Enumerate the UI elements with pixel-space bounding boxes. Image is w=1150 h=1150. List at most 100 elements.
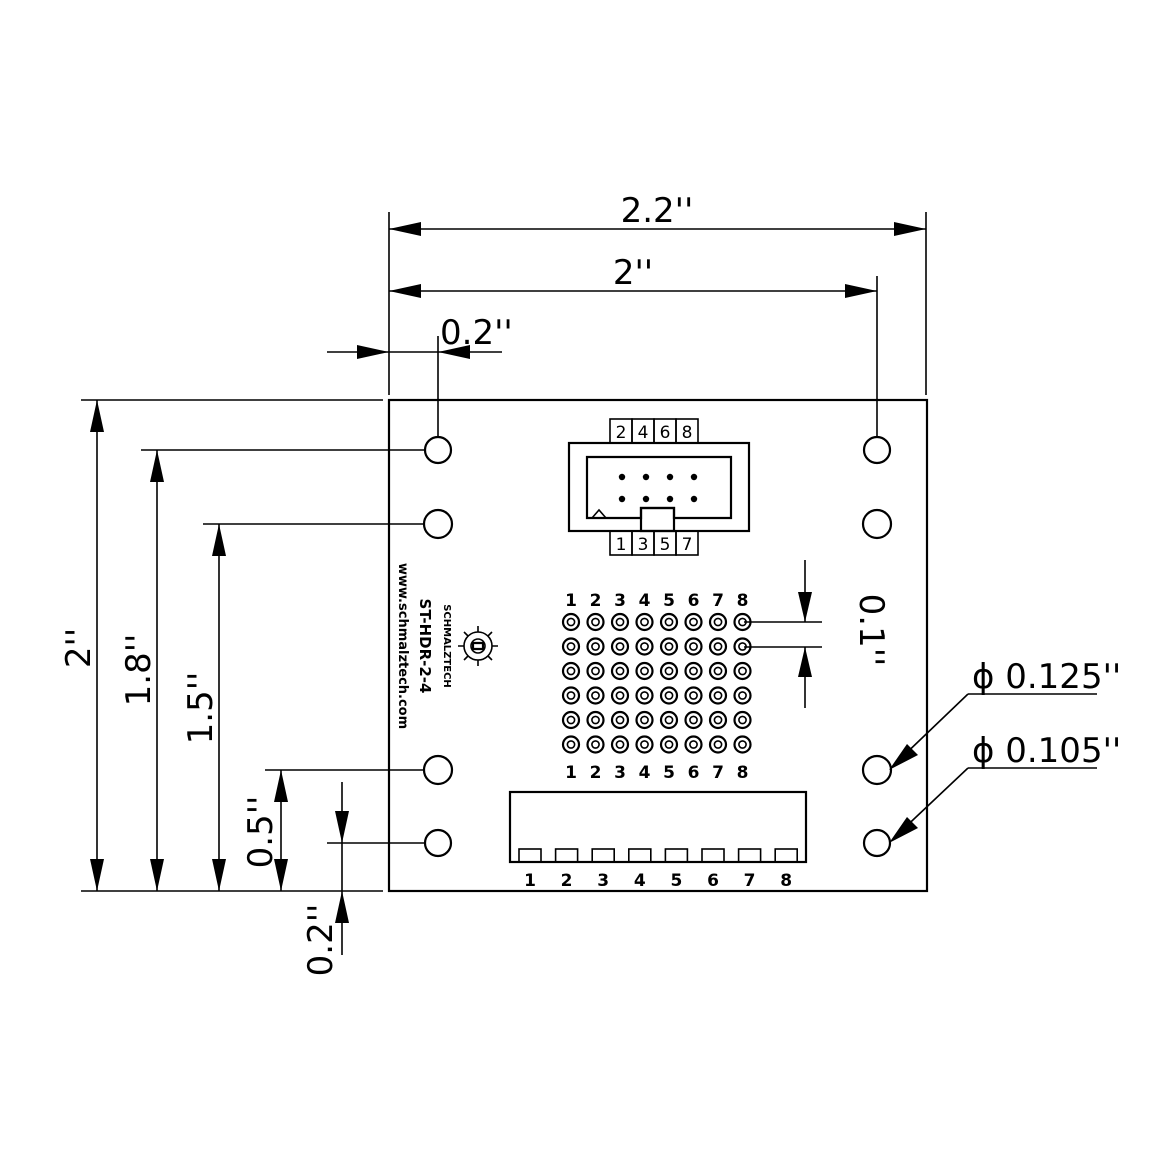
pin-grid-pad [659, 686, 679, 705]
pin-grid-pads [561, 612, 752, 754]
dim-hole-offset-y: 0.2'' [301, 782, 424, 976]
header-pin-label: 8 [682, 423, 693, 443]
pin-grid-pad [708, 710, 728, 730]
dim-hole-span-05: 0.5'' [241, 769, 423, 891]
pin-grid-column-label: 5 [663, 591, 675, 611]
dim-hole-offset-x-label: 0.2'' [440, 313, 513, 353]
terminal-block-slots [518, 848, 799, 863]
pin-grid-pad [733, 637, 752, 656]
pin-grid-column-label: 7 [712, 591, 724, 611]
dim-hole-span-18: 1.8'' [119, 449, 424, 891]
pin-grid-pad [586, 661, 605, 681]
dim-small-hole-dia: ϕ 0.105'' [889, 731, 1121, 843]
pin-grid-pad [561, 612, 581, 632]
header-pin [642, 473, 650, 481]
pin-grid-column-label: 5 [663, 763, 675, 783]
pin-grid-pad [635, 661, 654, 681]
pin-grid-pad [684, 612, 703, 632]
pin-grid-pad [586, 612, 605, 632]
terminal-slot [554, 848, 579, 863]
dim-pin-pitch-label: 0.1'' [851, 594, 891, 667]
dim-hole-span-05-label: 0.5'' [241, 796, 281, 869]
silkscreen-url: www.schmalztech.com [395, 563, 410, 729]
dim-small-hole-dia-label: ϕ 0.105'' [972, 731, 1121, 771]
pin-grid-pad [733, 710, 752, 730]
box-header-connector [567, 441, 751, 533]
header-pin [666, 473, 674, 481]
mounting-hole [422, 508, 454, 540]
pin-grid-pad [635, 686, 654, 705]
pin-grid-column-label: 4 [639, 591, 651, 611]
pin-grid-pad [659, 637, 679, 656]
header-pin [690, 495, 698, 503]
header-pin-label: 5 [660, 535, 671, 555]
terminal-label: 4 [634, 871, 646, 891]
pin-grid-column-label: 8 [737, 591, 749, 611]
pin-grid-pad [586, 710, 605, 730]
dim-hole-span-15-label: 1.5'' [181, 672, 221, 745]
mounting-hole [861, 754, 893, 786]
terminal-label: 3 [597, 871, 609, 891]
dim-hole-span-15: 1.5'' [181, 523, 423, 891]
header-pin [690, 473, 698, 481]
mounting-hole [862, 828, 892, 858]
pin-grid-pad [610, 637, 630, 656]
pin-grid-pad [561, 710, 581, 730]
terminal-slot [518, 848, 542, 863]
pin-grid-column-label: 3 [614, 591, 626, 611]
dim-hole-span-width-label: 2'' [613, 253, 653, 293]
dim-overall-height: 2'' [59, 399, 383, 892]
mounting-hole [862, 435, 892, 465]
pin-grid-column-label: 1 [565, 763, 577, 783]
pin-grid-pad [659, 612, 679, 632]
pin-grid-pad [610, 710, 630, 730]
pin-grid-pad [684, 735, 703, 754]
silkscreen-logo-text: SCHMALZTECH [441, 604, 452, 688]
header-pin-label: 6 [660, 423, 671, 443]
gear-logo-icon [458, 626, 498, 666]
header-pins [618, 473, 698, 503]
pin-grid-pad [708, 686, 728, 705]
dim-hole-span-18-label: 1.8'' [119, 634, 159, 707]
pin-grid-pad [561, 735, 581, 754]
mounting-hole [423, 828, 453, 858]
terminal-slot [591, 848, 616, 863]
pin-grid-pad [708, 661, 728, 681]
dim-overall-width: 2.2'' [388, 191, 927, 395]
header-pin-label-box [675, 418, 699, 444]
pin-grid-pad [708, 637, 728, 656]
mounting-hole [423, 435, 453, 465]
pin-grid-column-label: 1 [565, 591, 577, 611]
mounting-hole [861, 508, 893, 540]
terminal-label: 2 [561, 871, 573, 891]
pin-grid-pad [708, 612, 728, 632]
pin-grid-pad [586, 735, 605, 754]
header-pin-label: 3 [638, 535, 649, 555]
pin-grid-column-label: 2 [590, 763, 602, 783]
silkscreen-logo-group: SCHMALZTECH ST-HDR-2-4 www.schmalztech.c… [395, 563, 498, 729]
header-pin [618, 495, 626, 503]
terminal-label: 5 [670, 871, 682, 891]
pin-grid-pad [635, 735, 654, 754]
pin-grid-pad [733, 612, 752, 632]
pin-grid-pad [610, 612, 630, 632]
pin-grid-pad [684, 686, 703, 705]
pin-grid-pad [561, 686, 581, 705]
pin-grid-pad [561, 637, 581, 656]
header-pin-label: 4 [638, 423, 649, 443]
terminal-label: 8 [780, 871, 792, 891]
pin-grid-pad [635, 637, 654, 656]
pin-grid-pad [733, 686, 752, 705]
dim-overall-height-label: 2'' [59, 628, 99, 668]
dim-pin-pitch: 0.1'' [744, 560, 891, 708]
pin-grid-pad [733, 735, 752, 754]
pin-grid-pad [610, 686, 630, 705]
dim-large-hole-dia: ϕ 0.125'' [889, 657, 1121, 770]
terminal-slot [664, 848, 689, 863]
terminal-slot [701, 848, 725, 863]
